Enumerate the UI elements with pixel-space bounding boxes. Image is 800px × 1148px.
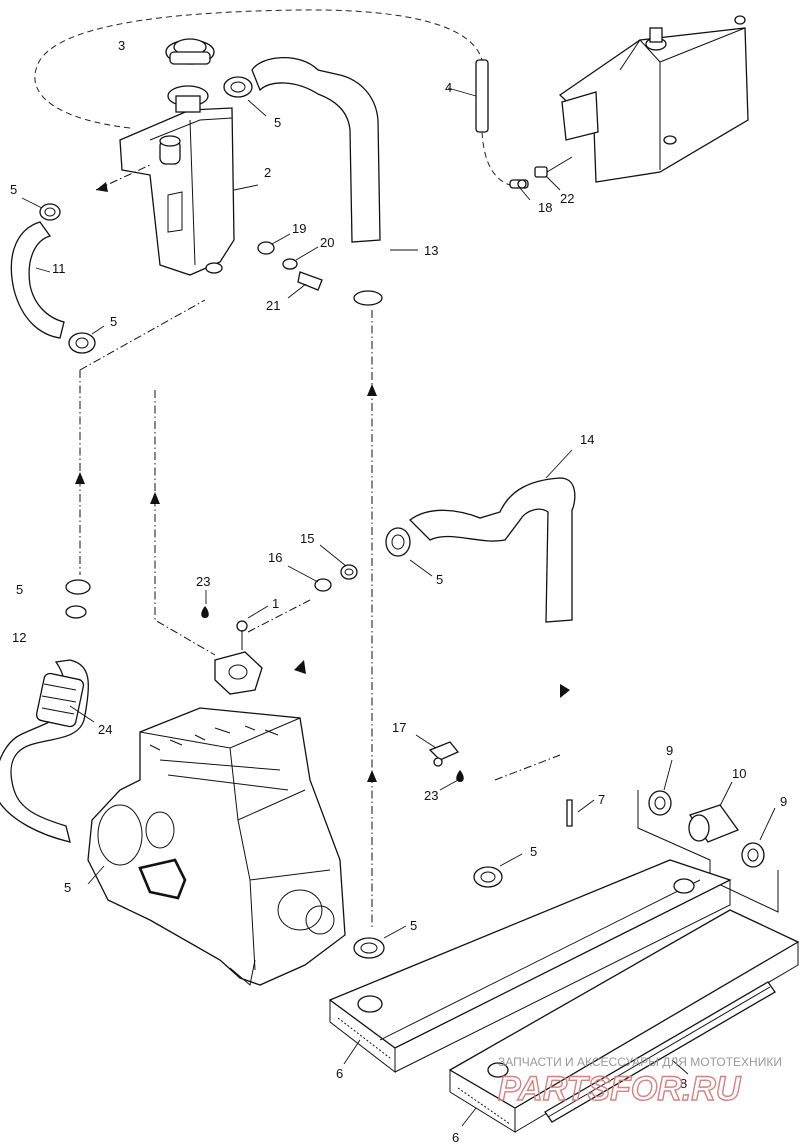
clamp-5-radiator-low bbox=[353, 937, 385, 959]
washer-20 bbox=[282, 258, 298, 270]
label-5-lower-engine: 5 bbox=[64, 880, 71, 895]
label-22: 22 bbox=[560, 191, 574, 206]
screw-21 bbox=[297, 271, 323, 291]
leader-lines bbox=[21, 87, 776, 1127]
washer-19 bbox=[257, 241, 275, 255]
thermostat-housing bbox=[214, 630, 263, 695]
flow-arrow bbox=[75, 472, 85, 484]
label-8: 8 bbox=[680, 1076, 687, 1091]
label-18: 18 bbox=[538, 200, 552, 215]
hose-14 bbox=[409, 477, 576, 623]
overflow-tube-4 bbox=[475, 59, 511, 186]
label-1: 1 bbox=[272, 596, 279, 611]
sealant-drop-23-lower bbox=[456, 770, 464, 782]
connector-10 bbox=[688, 804, 740, 843]
label-6-upper: 6 bbox=[336, 1066, 343, 1081]
label-23-upper: 23 bbox=[196, 574, 210, 589]
fitting-22 bbox=[534, 156, 573, 178]
hose-13-end bbox=[353, 290, 383, 306]
flow-line-right bbox=[95, 164, 561, 781]
label-5-left-lower: 5 bbox=[110, 314, 117, 329]
label-11: 11 bbox=[52, 261, 66, 276]
label-2: 2 bbox=[264, 165, 271, 180]
radiator-6-lower bbox=[448, 909, 800, 1133]
label-14: 14 bbox=[580, 432, 594, 447]
upper-hose bbox=[251, 56, 381, 243]
sensor-1 bbox=[236, 620, 248, 632]
label-3: 3 bbox=[118, 38, 125, 53]
label-4: 4 bbox=[445, 80, 452, 95]
label-21: 21 bbox=[266, 298, 280, 313]
overflow-reservoir bbox=[558, 15, 749, 183]
label-17: 17 bbox=[392, 720, 406, 735]
label-5-hose-14: 5 bbox=[436, 572, 443, 587]
sealant-drop-23-upper bbox=[201, 606, 209, 618]
watermark-tagline: ЗАПЧАСТИ И АКСЕССУАРЫ ДЛЯ МОТОТЕХНИКИ bbox=[498, 1055, 782, 1069]
radiator-cap bbox=[165, 38, 215, 65]
overflow-hose-3 bbox=[34, 9, 483, 129]
label-9-left: 9 bbox=[666, 743, 673, 758]
screw-7 bbox=[566, 799, 573, 827]
label-13: 13 bbox=[424, 243, 438, 258]
flow-arrow bbox=[96, 182, 108, 192]
label-16: 16 bbox=[268, 550, 282, 565]
flow-arrow bbox=[367, 384, 377, 396]
label-7: 7 bbox=[598, 792, 605, 807]
label-5-radiator-mid: 5 bbox=[530, 844, 537, 859]
label-5-left-upper: 5 bbox=[10, 182, 17, 197]
bracket-outline bbox=[637, 790, 779, 913]
label-15: 15 bbox=[300, 531, 314, 546]
o-ring-16 bbox=[314, 578, 332, 592]
label-24: 24 bbox=[98, 722, 112, 737]
hose-11 bbox=[10, 221, 65, 339]
water-pump-cover bbox=[138, 858, 187, 900]
radiator-6-upper bbox=[328, 859, 732, 1074]
clamp-5-middle-left bbox=[65, 579, 91, 619]
clamp-9-right bbox=[741, 842, 765, 868]
flow-arrow bbox=[560, 684, 570, 698]
coolant-tank-2 bbox=[119, 85, 235, 276]
flow-arrow bbox=[150, 492, 160, 504]
fitting-15 bbox=[340, 564, 358, 580]
label-5-radiator-low: 5 bbox=[410, 918, 417, 933]
label-12: 12 bbox=[12, 630, 26, 645]
sleeve-24 bbox=[35, 672, 85, 728]
clamp-5-top bbox=[223, 76, 253, 98]
label-5-middle-left: 5 bbox=[16, 582, 23, 597]
watermark-logo: PARTSFOR.RU bbox=[498, 1070, 742, 1108]
clamp-9-left bbox=[648, 790, 672, 816]
label-9-right: 9 bbox=[780, 794, 787, 809]
label-20: 20 bbox=[320, 235, 334, 250]
clamp-5-upper-left bbox=[39, 203, 61, 221]
sensor-17 bbox=[428, 741, 460, 767]
clamp-5-radiator-mid bbox=[473, 866, 503, 888]
label-5-top: 5 bbox=[274, 115, 281, 130]
flow-arrow bbox=[294, 660, 306, 674]
label-19: 19 bbox=[292, 221, 306, 236]
flow-line-left bbox=[79, 299, 216, 656]
rail-8 bbox=[544, 981, 776, 1123]
label-6-lower: 6 bbox=[452, 1130, 459, 1145]
fitting-18 bbox=[509, 179, 529, 189]
flow-arrow bbox=[367, 770, 377, 782]
engine-block bbox=[87, 707, 346, 986]
label-10: 10 bbox=[732, 766, 746, 781]
label-23-lower: 23 bbox=[424, 788, 438, 803]
clamp-5-hose-14 bbox=[385, 527, 411, 557]
clamp-5-lower-left bbox=[68, 332, 96, 354]
